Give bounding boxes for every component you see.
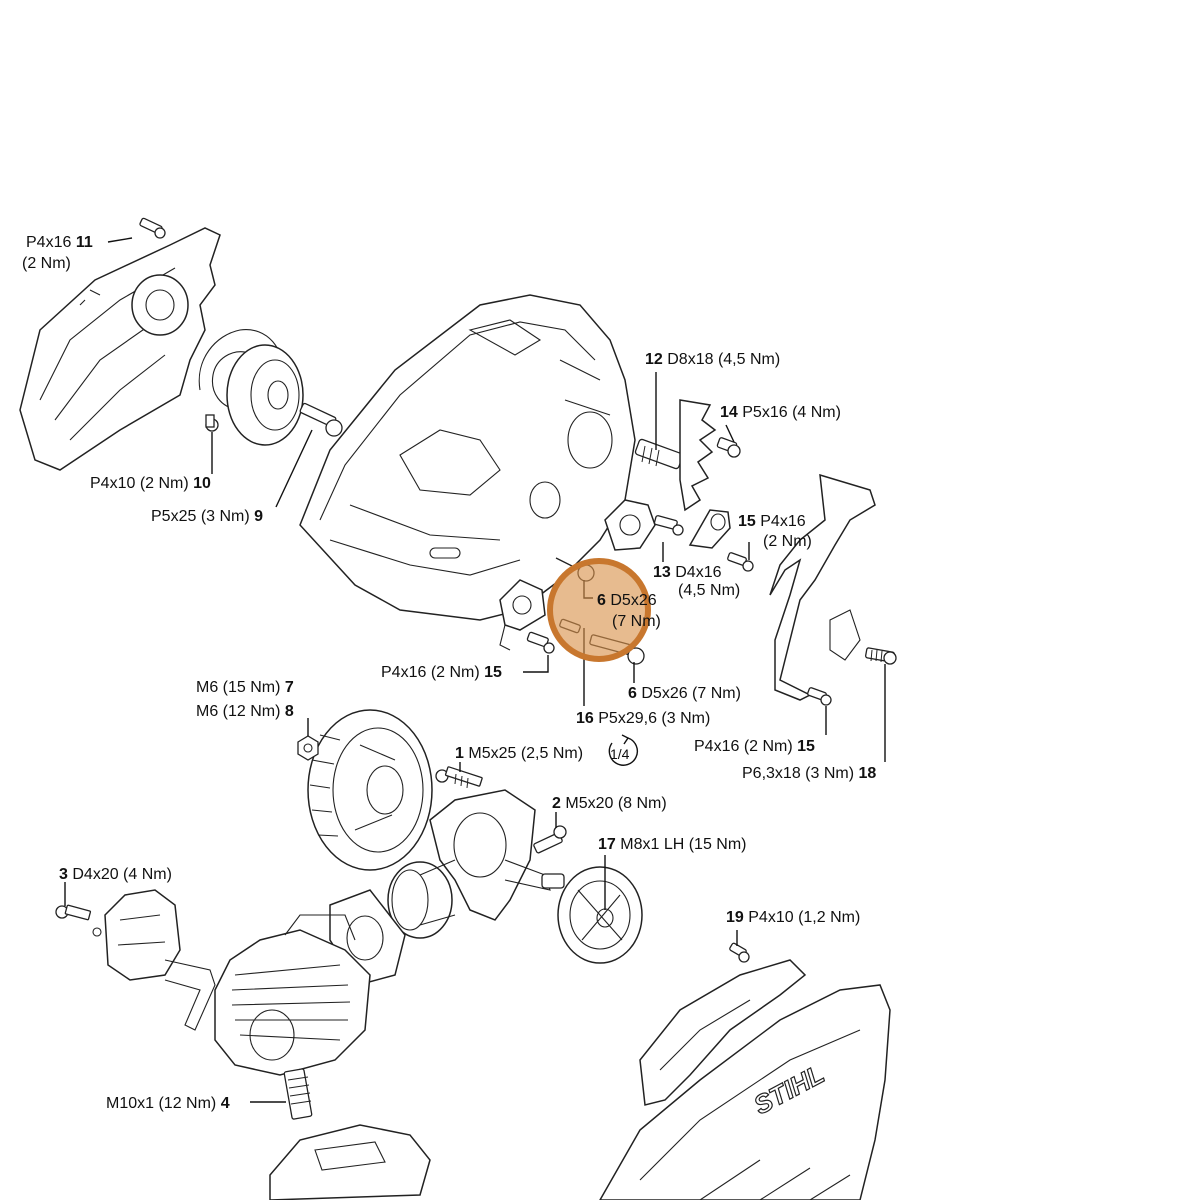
callout-12: 12 D8x18 (4,5 Nm): [645, 351, 781, 368]
nut-8: [297, 735, 319, 761]
screw-11: [139, 217, 166, 239]
callout-2: 2 M5x20 (8 Nm): [552, 795, 667, 812]
callout-14: 14 P5x16 (4 Nm): [720, 404, 841, 421]
ignition-coil: [104, 889, 216, 1031]
callout-15-right: P4x16 (2 Nm) 15: [694, 738, 815, 755]
callout-13: 13 D4x16: [653, 564, 722, 581]
callout-6-upper: 6 D5x26: [597, 592, 657, 609]
callout-1: 1 M5x25 (2,5 Nm): [455, 745, 584, 762]
callout-16: 16 P5x29,6 (3 Nm): [576, 710, 711, 727]
screw-18: [865, 647, 897, 665]
callout-9: P5x25 (3 Nm) 9: [151, 508, 264, 525]
bumper-spike: [679, 399, 717, 512]
callout-6-upper-torque: (7 Nm): [612, 613, 661, 630]
screw-2: [533, 825, 567, 854]
callout-11: P4x16 11: [26, 234, 93, 251]
bearing-plate: [499, 579, 546, 651]
callout-4: M10x1 (12 Nm) 4: [106, 1095, 230, 1112]
callout-15-top-torque: (2 Nm): [763, 533, 812, 550]
screw-15-right: [807, 687, 832, 706]
screw-3: [55, 904, 102, 937]
clutch-17: [557, 866, 643, 964]
screw-19: [729, 942, 750, 963]
hand-guard: [639, 959, 807, 1106]
callout-11-torque: (2 Nm): [22, 255, 71, 272]
flywheel: [307, 709, 433, 871]
screw-15-top: [727, 552, 754, 572]
screw-9: [299, 402, 343, 437]
callout-3: 3 D4x20 (4 Nm): [59, 866, 172, 883]
starter-cover: [19, 227, 221, 471]
callout-15-top: 15 P4x16: [738, 513, 806, 530]
callout-8: M6 (12 Nm) 8: [196, 703, 294, 720]
rotation-quarter-turn-icon: [608, 734, 639, 766]
spark-plug-4: [283, 1068, 313, 1120]
leader-lines: [64, 237, 886, 1103]
screw-13: [653, 515, 684, 536]
callout-10: P4x10 (2 Nm) 10: [90, 475, 211, 492]
rope-rotor: [226, 344, 304, 446]
screw-15-mid: [526, 631, 555, 654]
callout-1-turn: 1/4: [610, 746, 630, 762]
screw-1: [435, 766, 483, 789]
callout-19: 19 P4x10 (1,2 Nm): [726, 909, 861, 926]
highlight-circle: [547, 558, 651, 662]
callout-17: 17 M8x1 LH (15 Nm): [598, 836, 747, 853]
piston: [387, 859, 456, 939]
cylinder: [214, 914, 371, 1076]
tensioner-part: [688, 509, 731, 549]
callout-15-mid: P4x16 (2 Nm) 15: [381, 664, 502, 681]
spike-12: [634, 438, 684, 470]
air-filter-cover: [269, 1124, 431, 1200]
screw-10: [205, 414, 219, 432]
crankcase-housing: [299, 294, 636, 621]
callout-6-lower: 6 D5x26 (7 Nm): [628, 685, 741, 702]
chain-brake-lever: [769, 473, 876, 701]
oil-pump-plate: [604, 499, 656, 551]
screw-14: [716, 437, 741, 458]
callout-7: M6 (15 Nm) 7: [196, 679, 294, 696]
callout-18: P6,3x18 (3 Nm) 18: [742, 765, 877, 782]
sprocket-cover-housing: STIHL: [599, 984, 891, 1200]
crankcase-bottom: [429, 789, 565, 921]
callout-13-torque: (4,5 Nm): [678, 582, 741, 599]
